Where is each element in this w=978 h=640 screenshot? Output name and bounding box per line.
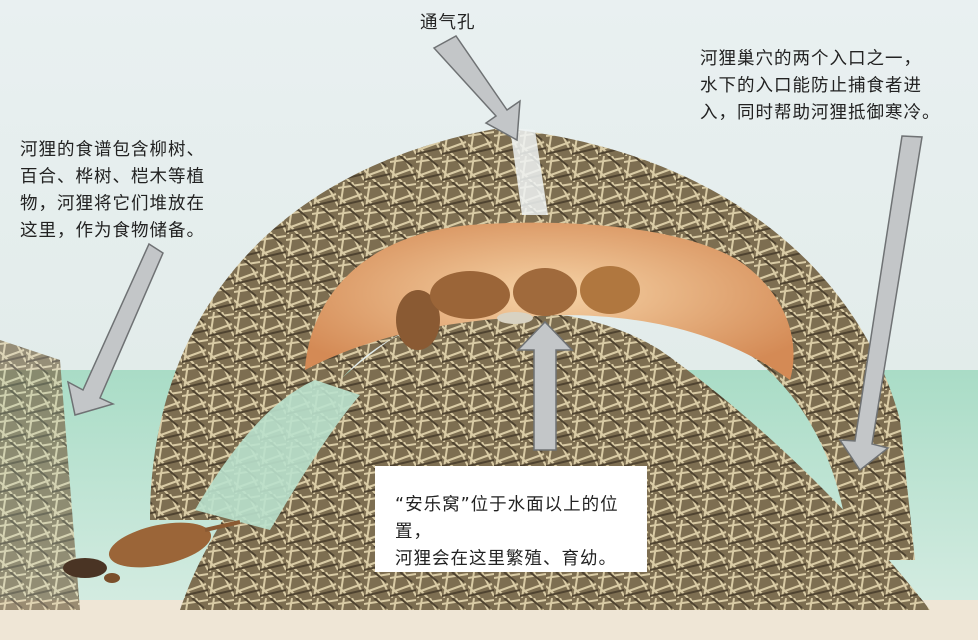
label-food-storage: 河狸的食谱包含柳树、 百合、桦树、桤木等植 物，河狸将它们堆放在 这里，作为食物…: [20, 137, 250, 245]
label-underwater-entrance: 河狸巢穴的两个入口之一， 水下的入口能防止捕食者进 入，同时帮助河狸抵御寒冷。: [700, 46, 970, 127]
label-food-line: 百合、桦树、桤木等植: [20, 164, 250, 191]
label-chamber-box: “安乐窝”位于水面以上的位置， 河狸会在这里繁殖、育幼。: [375, 466, 647, 572]
label-living-chamber: “安乐窝”位于水面以上的位置， 河狸会在这里繁殖、育幼。: [395, 492, 640, 573]
label-entrance-line: 入，同时帮助河狸抵御寒冷。: [700, 100, 970, 127]
label-chamber-line: “安乐窝”位于水面以上的位置，: [395, 492, 640, 546]
label-entrance-line: 河狸巢穴的两个入口之一，: [700, 46, 970, 73]
label-chamber-line: 河狸会在这里繁殖、育幼。: [395, 546, 640, 573]
label-entrance-line: 水下的入口能防止捕食者进: [700, 73, 970, 100]
label-air-vent: 通气孔: [420, 10, 476, 37]
label-food-line: 物，河狸将它们堆放在: [20, 191, 250, 218]
label-food-line: 河狸的食谱包含柳树、: [20, 137, 250, 164]
label-food-line: 这里，作为食物储备。: [20, 218, 250, 245]
